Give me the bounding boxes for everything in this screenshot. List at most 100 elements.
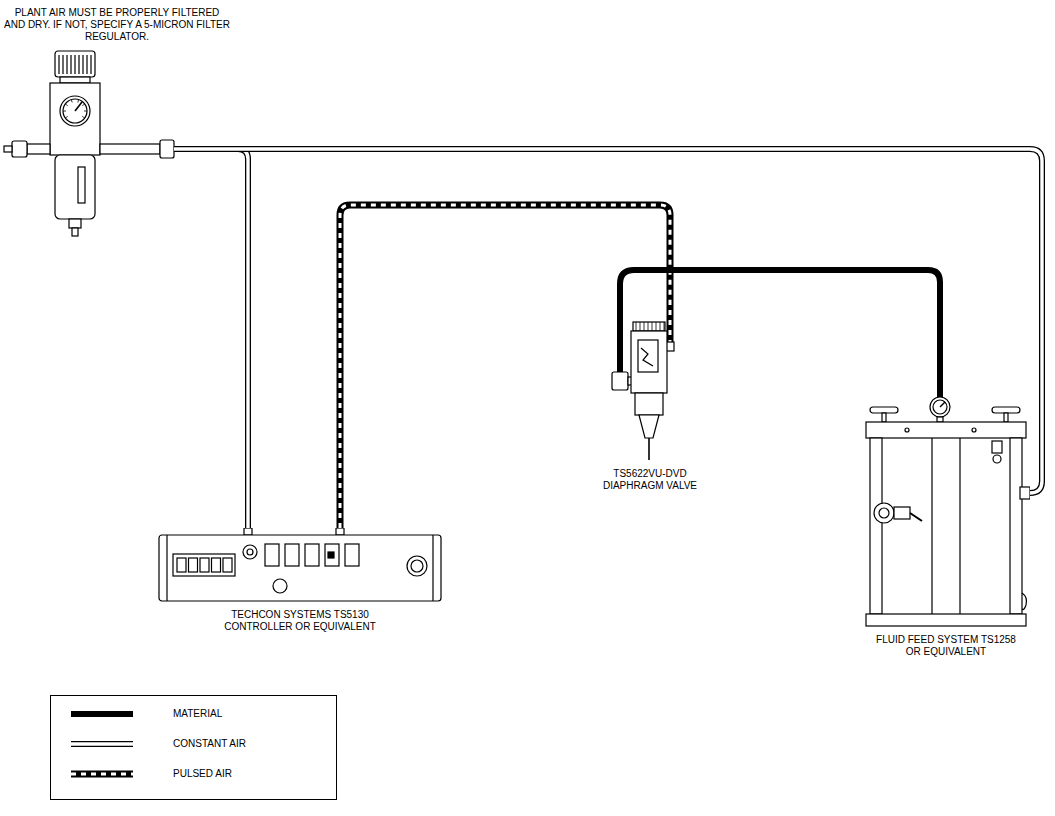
- vacuum-knob: [273, 579, 287, 593]
- gauge-stem: [937, 417, 943, 422]
- gauge-tick: [63, 111, 66, 112]
- dispense-tip: [648, 438, 650, 460]
- display-window: [173, 554, 235, 576]
- regulator-fitting: [894, 507, 910, 519]
- label-mark: [641, 348, 653, 366]
- legend-sample: [69, 704, 135, 724]
- control-button: [265, 544, 279, 566]
- control-button: [305, 544, 319, 566]
- clamp-handle: [992, 407, 1020, 413]
- material-connector: [620, 270, 940, 393]
- lid-bolt: [905, 428, 909, 432]
- air-inlet-fitting: [244, 528, 252, 535]
- air-hose-outline: [232, 149, 248, 528]
- tank-base: [866, 614, 1026, 626]
- knob-rib: [90, 55, 91, 74]
- filter-regulator-drawing: [2, 49, 232, 239]
- fluid-feed-system-drawing: [862, 393, 1030, 631]
- air-inlet-fitting: [1020, 487, 1030, 499]
- tie-rod: [931, 438, 932, 614]
- air-hose-outline: [174, 146, 232, 152]
- pulsed-connector: [340, 205, 670, 528]
- drain-valve: [69, 219, 81, 228]
- pulsed-feed: [670, 300, 671, 344]
- gauge-tick: [82, 104, 84, 106]
- tank-lid: [866, 422, 1026, 438]
- constant-connector: [232, 149, 1042, 493]
- gauge-outlet: [940, 393, 941, 397]
- clamp-stem: [1004, 413, 1008, 422]
- tank-post: [870, 438, 882, 614]
- gauge-tick: [77, 100, 79, 103]
- material-line: [620, 270, 940, 393]
- legend-row: MATERIAL: [51, 704, 334, 724]
- knob-rib: [66, 55, 67, 74]
- gauge-tick: [65, 104, 67, 106]
- display-digit: [212, 558, 221, 572]
- diaphragm-valve: TS5622VU-DVD DIAPHRAGM VALVE: [593, 300, 707, 494]
- device-label: PLANT AIR MUST BE PROPERLY FILTERED AND …: [3, 7, 231, 43]
- pulsed-hose-dash: [669, 300, 672, 344]
- legend-text: MATERIAL: [173, 704, 222, 724]
- quick-connector: [12, 141, 27, 157]
- pressure-knob: [243, 545, 257, 559]
- legend-line: [71, 774, 133, 775]
- legend-sample: [69, 764, 135, 784]
- knob-rib: [78, 55, 79, 74]
- relief-fitting: [992, 441, 1002, 453]
- valve-cap: [633, 322, 665, 331]
- controller-housing: [159, 535, 441, 601]
- controller-drawing: [155, 528, 445, 606]
- device-label: TS5622VU-DVD DIAPHRAGM VALVE: [594, 468, 706, 492]
- clamp-stem: [882, 413, 886, 422]
- tie-rod: [959, 438, 960, 614]
- adjust-label: [638, 340, 658, 372]
- timer-knob: [407, 556, 427, 576]
- gauge-tick: [82, 116, 84, 118]
- device-label: TECHCON SYSTEMS TS5130 CONTROLLER OR EQU…: [208, 609, 393, 633]
- knob-rib: [62, 55, 63, 74]
- sight-glass: [78, 167, 85, 203]
- display-digit: [200, 558, 209, 572]
- cap-knurl: [644, 322, 645, 331]
- valve-body: [631, 331, 667, 393]
- fluid-feed-system: FLUID FEED SYSTEM TS1258 OR EQUIVALENT: [862, 393, 1030, 660]
- regulator-knob: [55, 51, 95, 77]
- knob-center: [247, 549, 253, 555]
- gauge-tick: [84, 111, 87, 112]
- air-hose-core: [232, 149, 1042, 493]
- display-digit: [189, 558, 198, 572]
- material-feed: [620, 300, 621, 374]
- control-button: [345, 544, 359, 566]
- regulator-collar: [60, 77, 90, 83]
- gauge-face: [933, 400, 947, 414]
- regulator-center: [879, 508, 889, 518]
- display-digit: [177, 558, 186, 572]
- cap-knurl: [656, 322, 657, 331]
- legend-sample: [69, 734, 135, 754]
- base-latch: [1022, 593, 1027, 610]
- cap-knurl: [640, 322, 641, 331]
- constant-connector: [232, 149, 248, 528]
- regulator-body: [50, 83, 100, 155]
- indicator: [328, 552, 334, 558]
- knob-rib: [86, 55, 87, 74]
- end-cap: [432, 535, 433, 601]
- fluid-body: [635, 393, 663, 415]
- end-cap: [166, 535, 167, 601]
- relief-ring: [993, 455, 1001, 463]
- tank-regulator: [874, 503, 894, 523]
- filter-regulator: PLANT AIR MUST BE PROPERLY FILTERED AND …: [2, 4, 232, 241]
- nozzle-taper: [639, 415, 659, 438]
- material-line: [937, 393, 943, 397]
- gauge-tick: [65, 116, 67, 118]
- controller: TECHCON SYSTEMS TS5130 CONTROLLER OR EQU…: [155, 528, 445, 635]
- control-button: [325, 544, 339, 566]
- outlet-fitting: [160, 140, 174, 158]
- legend-box: MATERIALCONSTANT AIRPULSED AIR: [50, 695, 337, 800]
- legend-text: CONSTANT AIR: [173, 734, 246, 754]
- air-hose-core: [71, 742, 133, 745]
- pulsed-hose-outline: [71, 771, 133, 778]
- lid-bolt: [972, 428, 976, 432]
- control-button: [285, 544, 299, 566]
